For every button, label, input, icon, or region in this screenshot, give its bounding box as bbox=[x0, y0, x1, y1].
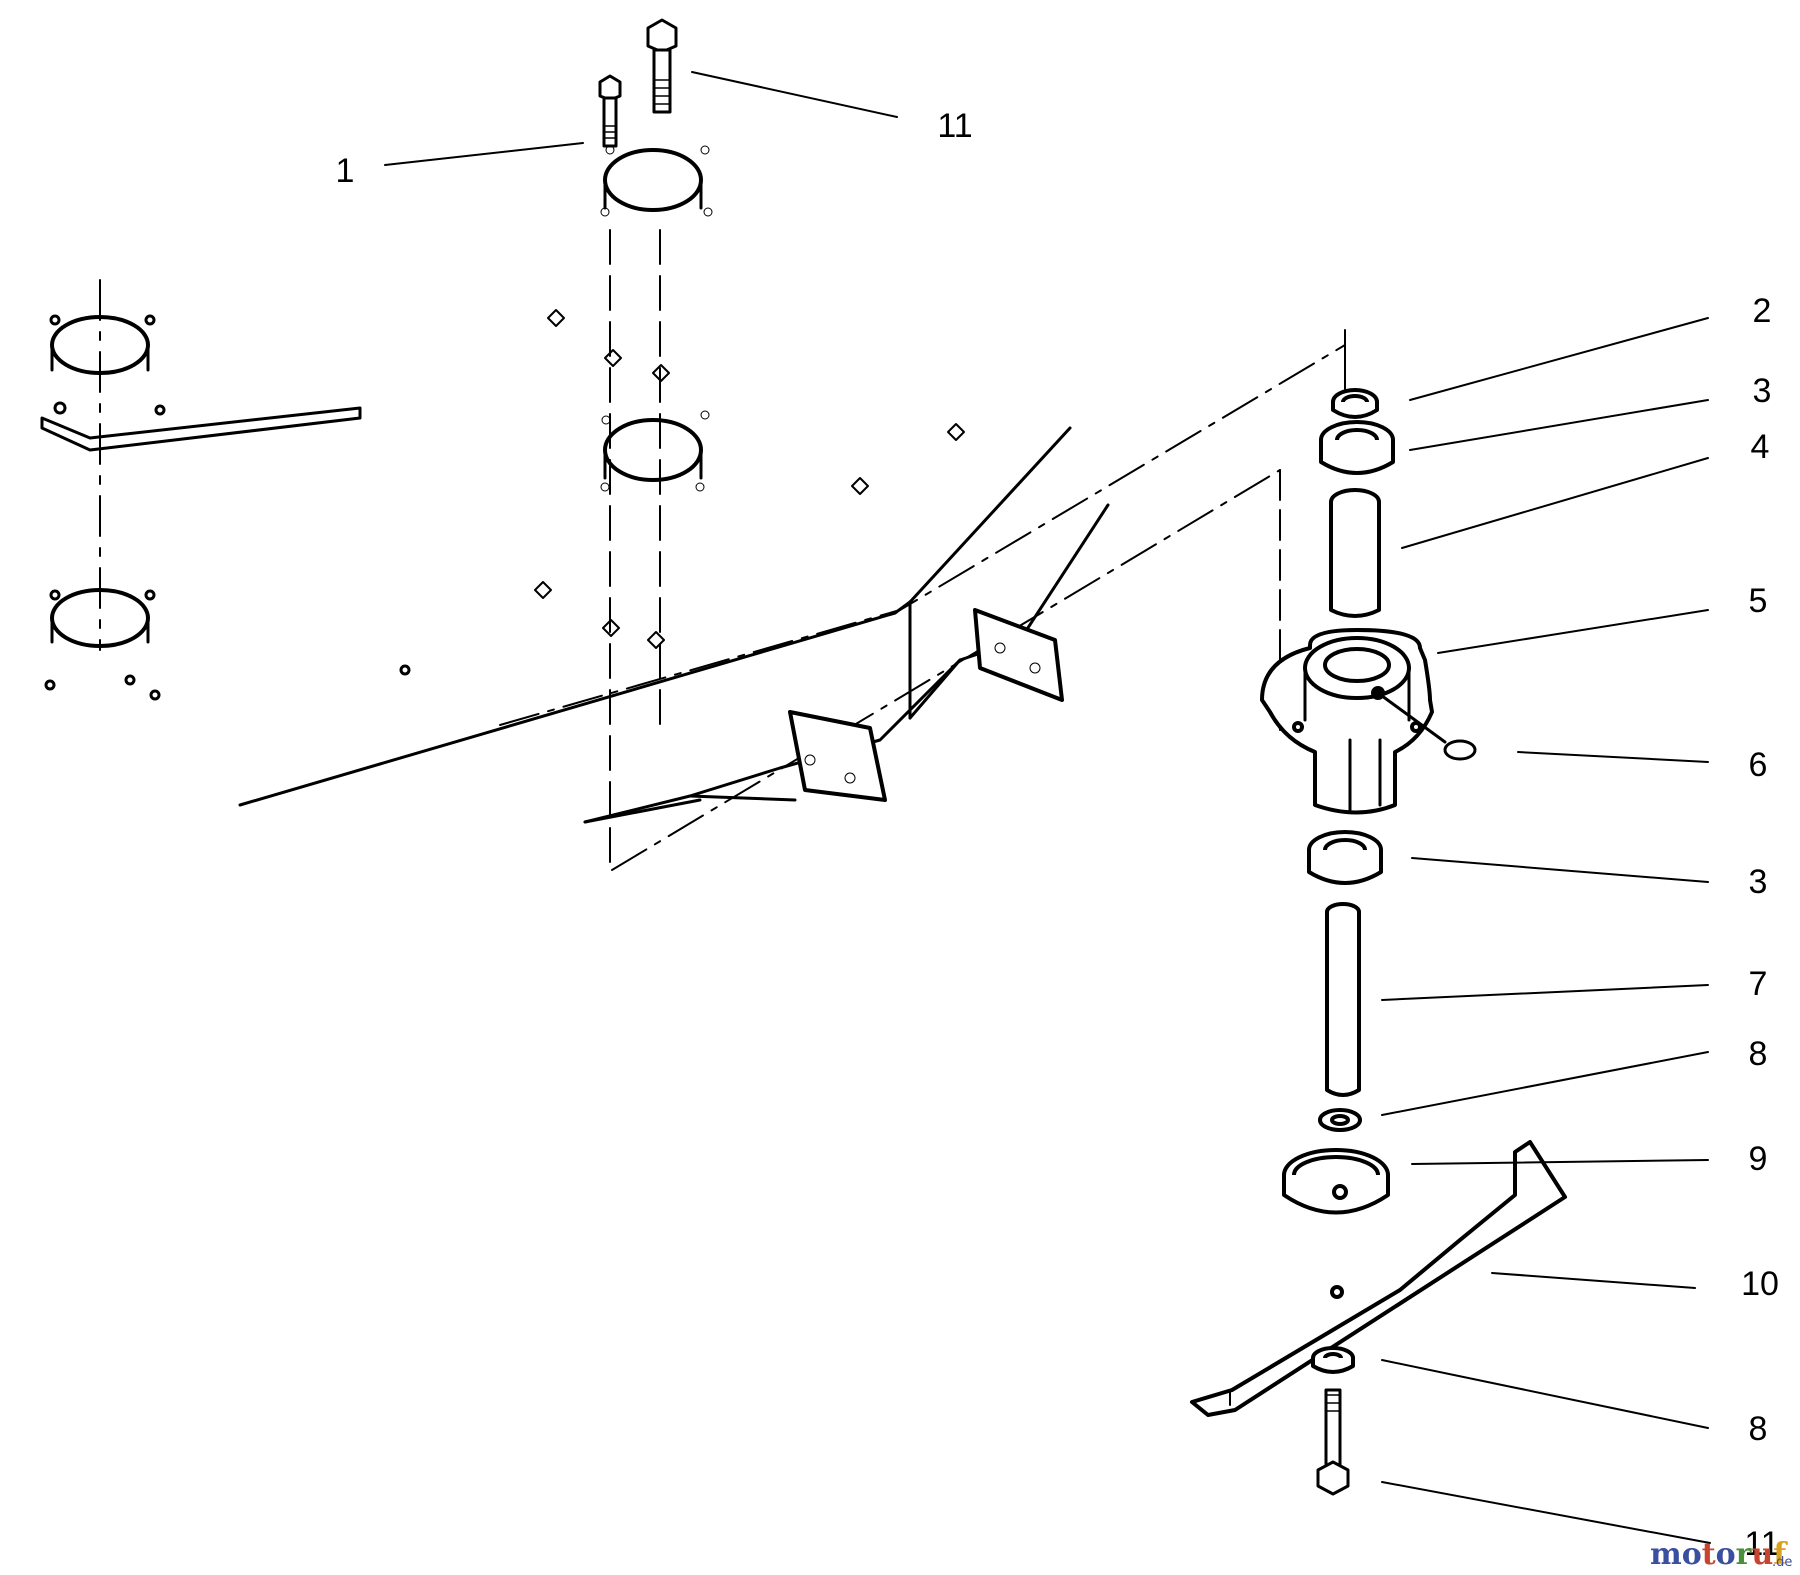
callout-numbers: 1 11 2 3 4 5 6 3 7 8 9 10 8 11 bbox=[336, 107, 1780, 1563]
blade-adapter bbox=[1282, 1148, 1390, 1215]
callout-9: 9 bbox=[1749, 1140, 1768, 1178]
grease-fitting bbox=[1376, 691, 1477, 761]
lock-nut bbox=[1331, 388, 1379, 419]
callout-4: 4 bbox=[1751, 428, 1770, 466]
callout-7: 7 bbox=[1749, 965, 1768, 1003]
callout-6: 6 bbox=[1749, 746, 1768, 784]
callout-1: 1 bbox=[336, 152, 355, 190]
wm-letter: o bbox=[1716, 1537, 1736, 1572]
watermark-logo: motoruf .de bbox=[1650, 1537, 1792, 1572]
wm-letter: u bbox=[1751, 1537, 1773, 1572]
callout-3-upper: 3 bbox=[1753, 372, 1772, 410]
mower-blade bbox=[1190, 1140, 1567, 1417]
wm-letter: t bbox=[1702, 1537, 1716, 1572]
bolt-large bbox=[646, 18, 678, 114]
callout-10: 10 bbox=[1741, 1265, 1779, 1303]
callout-2: 2 bbox=[1753, 292, 1772, 330]
left-deck-section bbox=[40, 279, 411, 701]
callout-8-upper: 8 bbox=[1749, 1035, 1768, 1073]
washer-lower bbox=[1311, 1346, 1355, 1374]
wm-letter: o bbox=[1682, 1537, 1702, 1572]
callout-11-bottom: 11 bbox=[1744, 1525, 1779, 1563]
bearing-upper bbox=[1319, 420, 1395, 475]
bolt-small bbox=[598, 74, 622, 148]
wm-letter: r bbox=[1736, 1537, 1753, 1572]
bearing-lower bbox=[1307, 830, 1383, 885]
spindle-housing bbox=[1260, 628, 1434, 815]
wm-letter: m bbox=[1650, 1537, 1682, 1572]
spindle-shaft bbox=[1325, 902, 1361, 1097]
blade-bolt bbox=[1316, 1388, 1350, 1496]
leader-lines bbox=[384, 71, 1711, 1544]
spacer-upper bbox=[1329, 488, 1381, 618]
svg-text:motoruf: motoruf bbox=[1650, 1537, 1788, 1572]
callout-3-lower: 3 bbox=[1749, 863, 1768, 901]
wm-letter: f bbox=[1773, 1537, 1788, 1572]
callout-11-top: 11 bbox=[937, 107, 972, 145]
callout-5: 5 bbox=[1749, 582, 1768, 620]
mower-deck bbox=[238, 145, 1346, 871]
wm-suffix: .de bbox=[1772, 1555, 1792, 1570]
washer-upper bbox=[1318, 1108, 1362, 1132]
callout-8-lower: 8 bbox=[1749, 1410, 1768, 1448]
